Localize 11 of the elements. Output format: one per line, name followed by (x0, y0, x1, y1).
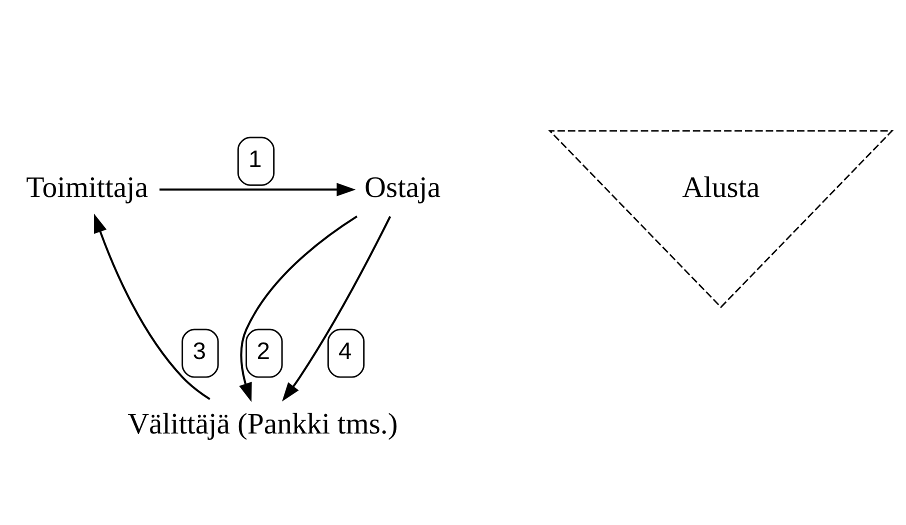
edge-label: 1 (248, 146, 262, 173)
arrow (238, 216, 358, 402)
node-text: Ostaja (364, 171, 440, 204)
node-text: Toimittaja (26, 171, 148, 204)
node-text: Välittäjä (Pankki tms.) (127, 408, 398, 441)
edge-label: 4 (338, 338, 352, 365)
arrow (282, 216, 391, 402)
edge-label: 2 (256, 338, 270, 365)
arrow (158, 182, 356, 196)
edge-label: 3 (192, 338, 206, 365)
arrow (94, 214, 210, 400)
